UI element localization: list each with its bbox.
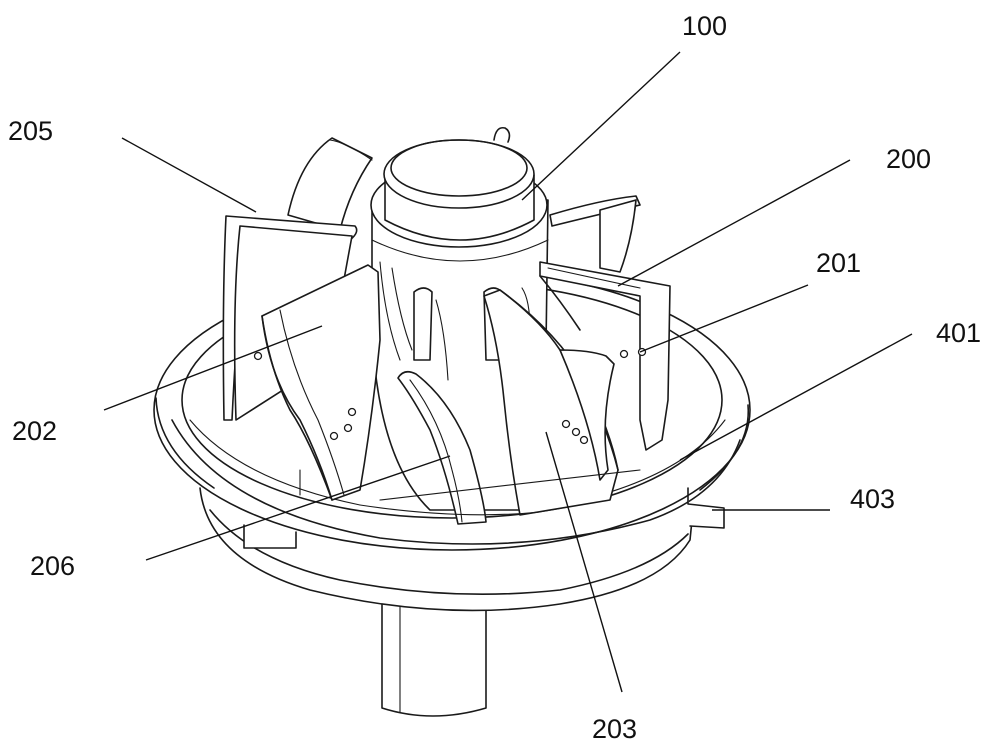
leader-200 — [617, 159, 851, 287]
hub-body — [370, 126, 549, 511]
blade-203 — [483, 289, 619, 516]
inner-base — [299, 469, 641, 516]
leader-401 — [679, 333, 913, 461]
label-205: 205 — [8, 116, 53, 146]
label-203: 203 — [592, 714, 637, 744]
leader-100 — [521, 51, 681, 201]
leader-203 — [545, 431, 623, 693]
label-200: 200 — [886, 144, 931, 174]
label-202: 202 — [12, 416, 57, 446]
blade-202 — [261, 264, 381, 501]
label-403: 403 — [850, 484, 895, 514]
blade-206 — [397, 370, 487, 525]
bottom-shaft — [381, 587, 487, 717]
reference-labels: 100 205 200 201 401 202 403 206 203 — [8, 11, 981, 744]
leader-202 — [103, 325, 323, 411]
leader-205 — [121, 137, 257, 213]
leader-201 — [639, 284, 809, 353]
back-blades — [287, 137, 641, 273]
label-401: 401 — [936, 318, 981, 348]
label-206: 206 — [30, 551, 75, 581]
flange-tabs — [243, 487, 725, 549]
label-100: 100 — [682, 11, 727, 41]
leader-206 — [145, 455, 451, 561]
leader-lines — [103, 51, 913, 693]
label-201: 201 — [816, 248, 861, 278]
